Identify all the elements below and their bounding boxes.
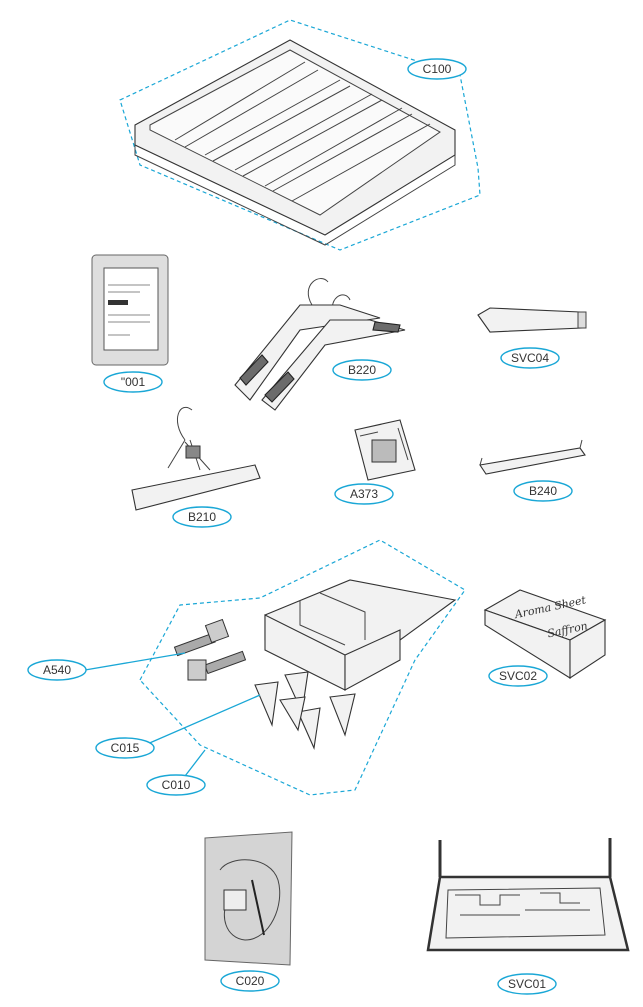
callout-label: B240 (529, 484, 557, 498)
bar-b240-part (479, 439, 586, 475)
callout-bubble (332, 359, 392, 381)
callout-c020: C020 (220, 970, 280, 992)
callout-b220: B220 (332, 359, 392, 381)
filter-a373-part (354, 419, 416, 481)
callout-label: C020 (236, 974, 265, 988)
callout-c015: C015 (95, 737, 155, 759)
accessory-kit-part (139, 539, 466, 796)
rack-dashed-outline (119, 19, 481, 251)
callout-bubble (146, 774, 206, 796)
callout-001: "001 (103, 371, 163, 393)
callout-bubble (500, 347, 560, 369)
callout-label: SVC02 (499, 669, 537, 683)
hanger-b220-part (234, 278, 406, 411)
manual-booklet-part (91, 254, 169, 366)
drying-rack-part (119, 19, 481, 251)
callout-c100: C100 (407, 58, 467, 80)
callout-label: C015 (111, 741, 140, 755)
callout-label: SVC04 (511, 351, 549, 365)
callout-label: B210 (188, 510, 216, 524)
callout-b240: B240 (513, 480, 573, 502)
callout-label: A373 (350, 487, 378, 501)
callout-c010: C010 (146, 774, 206, 796)
tray-svc01-part (426, 838, 630, 952)
callout-a540: A540 (27, 659, 87, 681)
callout-bubble (95, 737, 155, 759)
callout-svc02: SVC02 (488, 665, 548, 687)
callout-bubble (497, 973, 557, 995)
callout-bubble (172, 506, 232, 528)
callout-svc01: SVC01 (497, 973, 557, 995)
clips (254, 671, 356, 750)
aroma-sheet-box-part: Aroma Sheet Saffron (483, 589, 607, 680)
callout-bubble (103, 371, 163, 393)
callout-label: "001 (121, 375, 146, 389)
callout-bubble (27, 659, 87, 681)
callout-label: C100 (423, 62, 452, 76)
callout-label: C010 (162, 778, 191, 792)
hardware-bag-part (204, 831, 293, 966)
callout-svc04: SVC04 (500, 347, 560, 369)
callout-bubble (513, 480, 573, 502)
bolts (173, 618, 247, 681)
callout-bubble (488, 665, 548, 687)
leader-lines (84, 652, 261, 781)
callout-bubble (407, 58, 467, 80)
callout-bubble (334, 483, 394, 505)
callout-b210: B210 (172, 506, 232, 528)
callout-a373: A373 (334, 483, 394, 505)
hanger-b210-part (131, 407, 261, 511)
callout-label: B220 (348, 363, 376, 377)
tube-svc04-part (477, 307, 587, 333)
callout-label: SVC01 (508, 977, 546, 991)
storage-box (264, 579, 457, 691)
callout-bubble (220, 970, 280, 992)
callout-label: A540 (43, 663, 71, 677)
